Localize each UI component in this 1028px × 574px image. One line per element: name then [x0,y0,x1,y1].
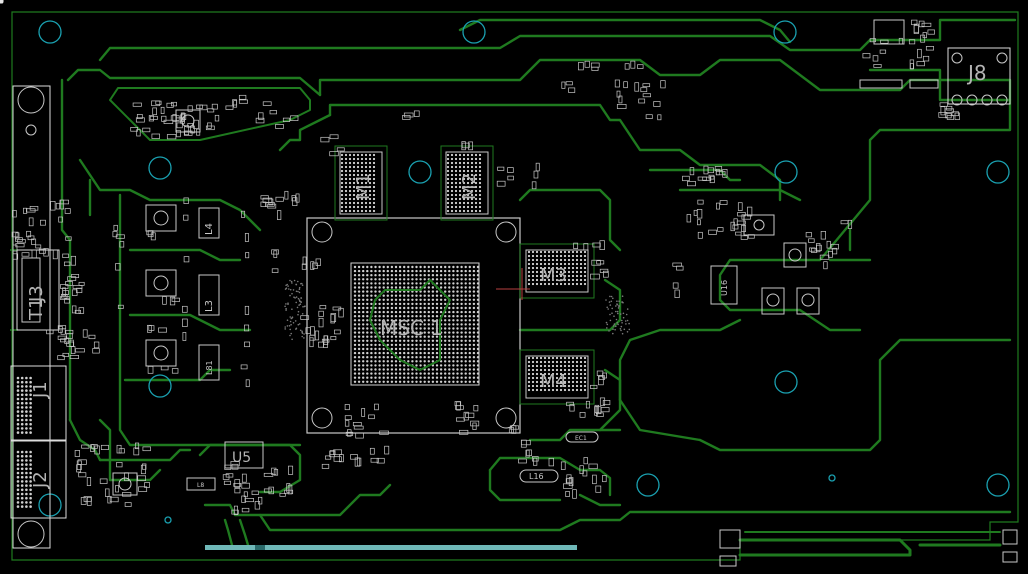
memory-m1[interactable]: M1 [334,145,388,221]
memory-m4[interactable]: M4 [519,349,595,405]
l3-label: L3 [204,300,215,312]
l16-label: L16 [529,472,544,481]
mounting-hole [986,160,1010,184]
copper-traces [10,18,1017,557]
inductor-l4[interactable]: L4 [198,207,220,239]
mounting-hole [636,473,660,497]
ic-u5[interactable]: U5 [224,441,264,469]
mounting-hole [148,374,172,398]
mounting-hole [148,156,172,180]
ic-u16[interactable]: U16 [710,265,738,305]
mounting-hole [773,20,797,44]
l8-label: L8 [197,482,204,489]
inductor-l3[interactable]: L3 [198,274,220,316]
m3-label: M3 [540,265,567,286]
m1-label: M1 [353,173,374,200]
connector-pins [16,376,32,434]
bga-ball-grid [446,153,482,213]
l81-label: L81 [205,360,214,375]
mounting-holes [38,20,1010,524]
inductor-l8[interactable]: L8 [186,477,216,491]
connector-pins [16,450,32,508]
inductor-l81[interactable]: L81 [198,344,220,381]
connector-j2[interactable]: J2 [10,439,67,519]
bga-ball-grid [353,265,480,383]
small-components [0,0,960,515]
bga-ball-grid [527,250,587,286]
msc1-bga[interactable]: MSC 1 [306,217,521,434]
mounting-hole [462,20,486,44]
board-outline [11,11,1019,561]
capacitor-ec1[interactable]: EC1 [565,431,599,443]
l4-label: L4 [204,223,215,235]
edge-connector[interactable] [205,545,577,550]
bottom-right-parts [719,529,1018,567]
msc1-label: MSC 1 [380,316,443,340]
mounting-hole [774,160,798,184]
mounting-hole [38,20,62,44]
m2-label: M2 [459,173,480,200]
j1-label: J1 [30,381,51,399]
inductor-l16[interactable]: L16 [519,469,559,483]
memory-m3[interactable]: M3 [519,243,595,299]
bga-ball-grid [340,153,376,213]
mounting-hole [408,160,432,184]
memory-m2[interactable]: M2 [440,145,494,221]
j8-label: J8 [966,61,987,85]
mounting-hole [774,370,798,394]
crosshair-marker [496,268,530,300]
connector-column [12,85,51,549]
j3-label: J3 [26,285,47,303]
m4-label: M4 [540,371,567,392]
mounting-hole [986,473,1010,497]
power-inductors [112,19,939,496]
j2-label: J2 [30,471,51,489]
t1-label: T1 [26,298,47,321]
mounting-hole [828,474,836,482]
mounting-hole [164,516,172,524]
connector-j8[interactable]: J8 [947,47,1011,106]
connector-j3[interactable]: J3 T1 [16,249,60,331]
ec1-label: EC1 [575,435,587,442]
connector-j1[interactable]: J1 [10,365,67,442]
u16-label: U16 [720,280,729,296]
bga-ball-grid [527,356,587,392]
u5-label: U5 [232,450,251,466]
